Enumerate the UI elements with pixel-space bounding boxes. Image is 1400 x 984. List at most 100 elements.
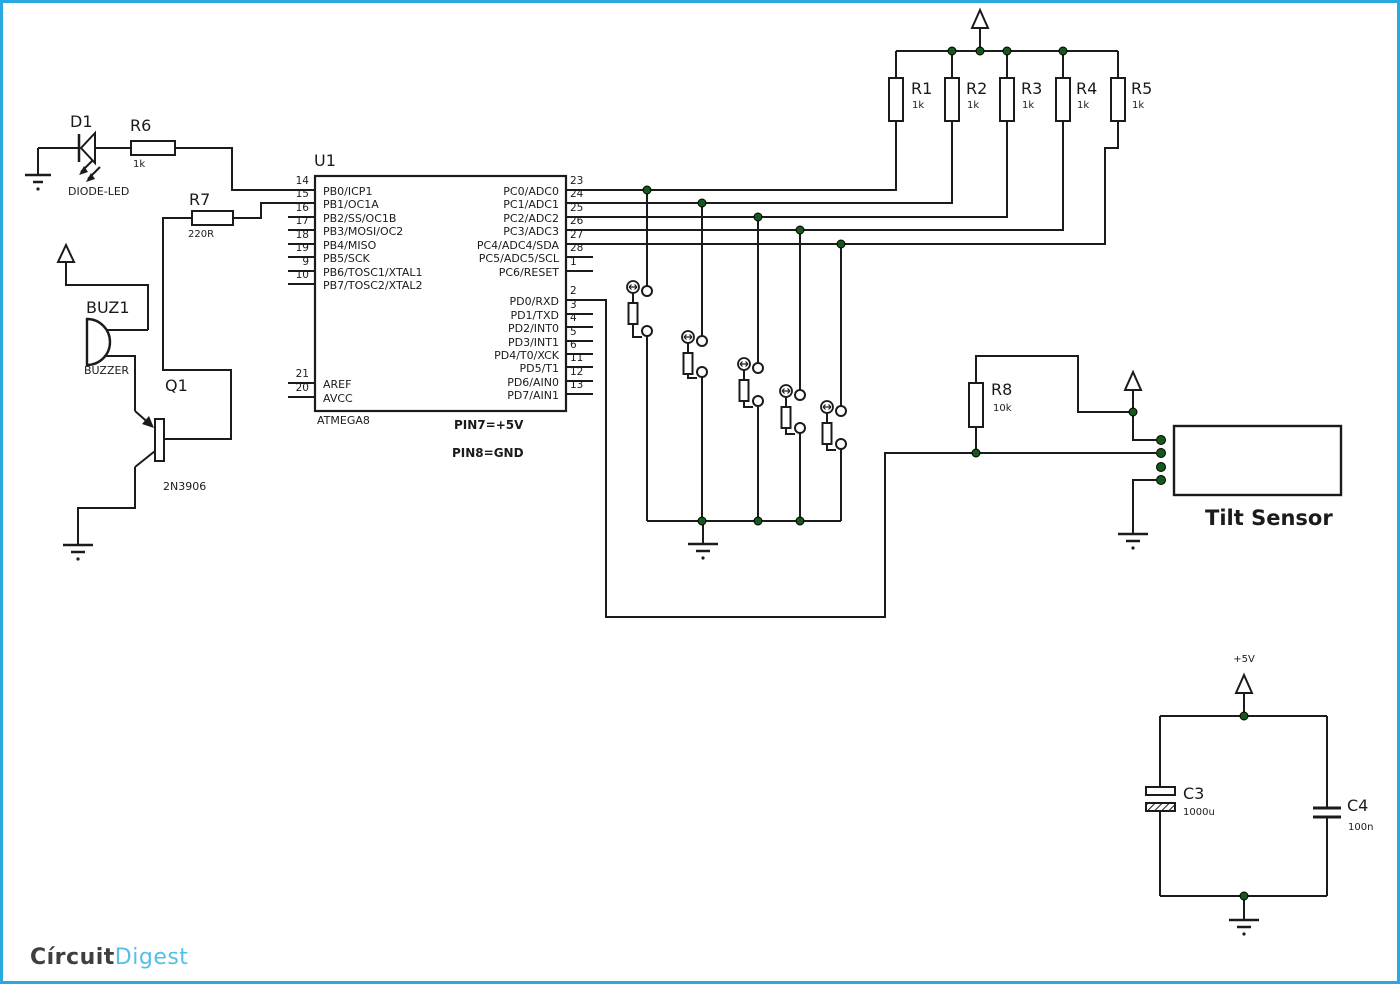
c3-value-label: 1000u: [1183, 807, 1215, 818]
ic-pin-number: 10: [295, 269, 309, 281]
ic-pin-number: 12: [570, 366, 584, 378]
buzzer-type-label: BUZZER: [84, 364, 130, 377]
ic-pin-label: PD6/AIN0: [507, 376, 559, 389]
ic-pin-number: 15: [295, 188, 309, 200]
resistor-ref-label: R5: [1131, 79, 1153, 98]
ic-pin-number: 28: [570, 242, 584, 254]
buzzer-symbol: [85, 317, 148, 367]
push-button-3[interactable]: [737, 217, 764, 521]
ic-pin-number: 1: [570, 256, 577, 268]
ic-pin-label: PC3/ADC3: [503, 225, 559, 238]
resistor-ref-label: R3: [1021, 79, 1043, 98]
ic-pin-number: 5: [570, 326, 577, 338]
push-button-5[interactable]: [820, 244, 847, 521]
ic-pin-number: 20: [295, 382, 309, 394]
ic-pin-label: PC5/ADC5/SCL: [478, 252, 559, 265]
r8-value-label: 10k: [993, 403, 1012, 414]
ic-pin-label: PB5/SCK: [323, 252, 370, 265]
power-arrow-rail: [970, 7, 990, 29]
plus5v-label: +5V: [1233, 654, 1255, 665]
power-arrow-caps: [1234, 672, 1254, 694]
circuitdigest-logo: CírcuitDigest: [30, 945, 188, 970]
resistor-r6-symbol: [130, 140, 288, 191]
ic-pin-number: 25: [570, 202, 584, 214]
c3-ref-label: C3: [1183, 784, 1205, 803]
push-button-2[interactable]: [681, 203, 708, 521]
ic-pin-label: PB2/SS/OC1B: [323, 212, 397, 225]
ic-pin-number: 18: [295, 229, 309, 241]
r7-value-label: 220R: [188, 229, 215, 240]
q1-part-label: 2N3906: [163, 480, 207, 493]
pd0-wire: [593, 299, 1156, 618]
resistor-ref-label: R2: [966, 79, 988, 98]
q1-ref-label: Q1: [165, 376, 188, 395]
r6-ref-label: R6: [130, 116, 152, 135]
tilt-pin-dot: [1156, 475, 1166, 485]
junction-dots: [642, 46, 1249, 901]
ic-pin-number: 3: [570, 299, 577, 311]
ic-pin-number: 24: [570, 188, 584, 200]
tilt-pin-dot: [1156, 462, 1166, 472]
ic-pin-label: PD0/RXD: [509, 295, 559, 308]
resistor-r8-symbol: [968, 355, 1129, 453]
ic-pin-label: AREF: [323, 378, 352, 391]
ic-part-label: ATMEGA8: [317, 414, 370, 427]
led-d1-symbol: [25, 130, 131, 191]
ground-dot: [36, 187, 40, 191]
ic-pin-number: 11: [570, 352, 584, 364]
ic-pin-label: PD1/TXD: [510, 309, 559, 322]
tilt-pin-dot: [1156, 435, 1166, 445]
resistor-ref-label: R4: [1076, 79, 1098, 98]
ic-pin7-note: PIN7=+5V: [454, 418, 524, 432]
c4-value-label: 100n: [1348, 822, 1374, 833]
ic-pin-label: PB7/TOSC2/XTAL2: [323, 279, 423, 292]
ic-pin-label: PC0/ADC0: [503, 185, 559, 198]
push-button-1[interactable]: [626, 190, 653, 521]
ic-pin-label: PD3/INT1: [508, 336, 559, 349]
ic-pin-number: 6: [570, 339, 577, 351]
ic-pin-number: 9: [302, 256, 309, 268]
resistor-value-label: 1k: [1077, 100, 1090, 111]
ic-pin-number: 21: [295, 368, 309, 380]
ic-pin-label: PB6/TOSC1/XTAL1: [323, 266, 423, 279]
capacitor-block: [1145, 672, 1341, 936]
ic-pin-label: PD2/INT0: [508, 322, 559, 335]
schematic-wires: [25, 7, 1343, 936]
ic-pin-label: PC6/RESET: [498, 266, 559, 279]
power-arrow-buzzer: [56, 242, 149, 330]
resistor-value-label: 1k: [1022, 100, 1035, 111]
ic-pin-number: 16: [295, 202, 309, 214]
tilt-sensor-box: [1118, 424, 1343, 550]
ic-pin-number: 17: [295, 215, 309, 227]
ic-pin-number: 27: [570, 229, 584, 241]
resistor-value-label: 1k: [967, 100, 980, 111]
ic-pin-label: PB1/OC1A: [323, 198, 379, 211]
ic-pin-number: 4: [570, 312, 577, 324]
ic-pin-label: PC1/ADC1: [503, 198, 559, 211]
c4-ref-label: C4: [1347, 796, 1369, 815]
ic-pin-label: PD5/T1: [519, 362, 559, 375]
push-button-4[interactable]: [779, 230, 806, 521]
c3-plate-negative: [1145, 802, 1176, 812]
ic-pin-label: PB0/ICP1: [323, 185, 373, 198]
ic-pin-label: PD7/AIN1: [507, 389, 559, 402]
r7-ref-label: R7: [189, 190, 211, 209]
tilt-pin-dot: [1156, 448, 1166, 458]
buzzer-ref-label: BUZ1: [86, 298, 130, 317]
ic-pin-number: 13: [570, 379, 584, 391]
transistor-q1-symbol: [63, 355, 165, 561]
r6-value-label: 1k: [133, 159, 146, 170]
pullup-bus-wires: [593, 7, 1126, 245]
ic-pin-label: PD4/T0/XCK: [494, 349, 559, 362]
resistor-value-label: 1k: [1132, 100, 1145, 111]
tilt-sensor-label: Tilt Sensor: [1205, 506, 1333, 530]
ic-pin-label: PB4/MISO: [323, 239, 377, 252]
logo-part-dark: Círcuit: [30, 945, 115, 970]
ic-pin8-note: PIN8=GND: [452, 446, 524, 460]
resistor-value-label: 1k: [912, 100, 925, 111]
ic-pin-stubs: [288, 189, 593, 398]
ic-pin-number: 26: [570, 215, 584, 227]
ic-u1-body: [313, 174, 568, 413]
led-type-label: DIODE-LED: [68, 185, 130, 198]
